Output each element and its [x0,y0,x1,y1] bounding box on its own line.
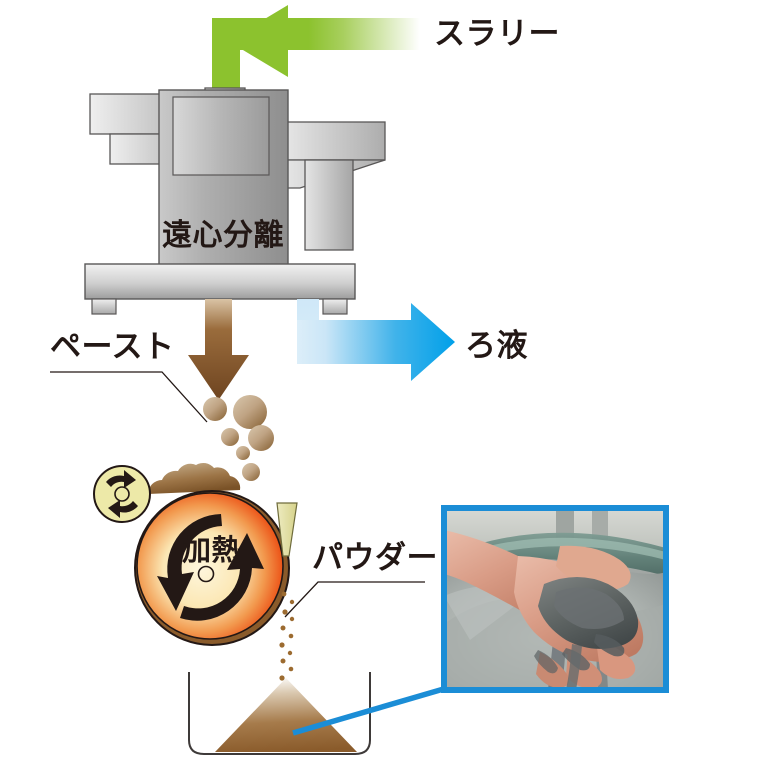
drum-axle [197,565,215,583]
vessel-wall [188,672,371,755]
filtrate-arrow-group [297,299,455,381]
powder-pile [215,678,357,752]
machine-foot-right [322,298,348,315]
machine-base-plate [84,263,356,300]
label-paste: ペースト [50,329,174,364]
paste-droplet [242,463,260,481]
paste-droplet [248,425,274,451]
paste-arrow [188,299,249,400]
paste-droplet [203,397,227,421]
collection-vessel [188,672,371,755]
machine-top-panel [172,96,270,176]
feed-roller-body [93,465,151,523]
scraper-blade [276,502,298,557]
paste-droplet [236,446,250,460]
photo-border [441,505,669,693]
feed-roller-rotation-arrow-top [106,470,136,488]
drum-rotation-arrow-left [157,514,222,611]
machine-right-discharge-duct [304,159,354,251]
photo-callout-line [292,685,448,736]
label-slurry: スラリー [434,16,560,51]
feed-roller-rotation-arrow-bottom [108,500,138,518]
label-filtrate: ろ液 [465,328,528,363]
filtrate-arrow [297,303,455,381]
heated-drum: 加熱 [134,490,290,646]
feed-roller [93,465,151,523]
feed-roller-axle [114,486,130,502]
slurry-arrow-elbow [212,18,290,92]
drum-rotation-arrow-right [180,533,264,621]
powder-photograph [441,505,669,693]
machine-foot-left [91,298,117,315]
label-powder: パウダー [312,540,438,575]
machine-right-flange [284,121,386,161]
powder-specks [279,591,295,697]
paste-droplet [221,428,239,446]
paste-mound-on-drum [148,462,241,494]
powder-leader-line [284,581,425,618]
paste-droplet [233,395,267,429]
centrifuge-machine: 遠心分離 [84,87,386,315]
paste-leader-line [50,371,208,423]
label-centrifuge: 遠心分離 [162,218,284,252]
label-heating: 加熱 [182,534,241,567]
slurry-arrow-group [212,5,420,92]
paste-droplets [203,395,274,481]
